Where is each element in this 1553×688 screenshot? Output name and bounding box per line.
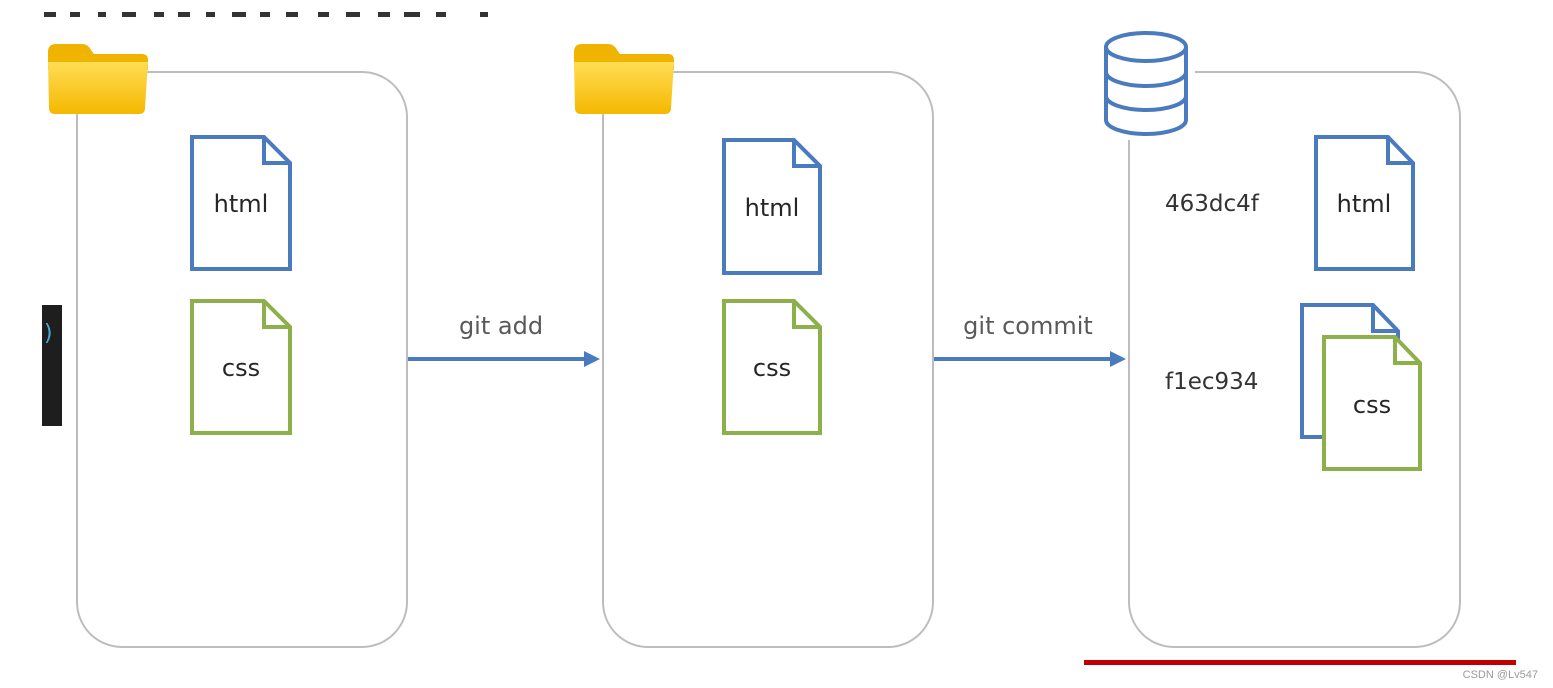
html-file-icon <box>1314 135 1415 271</box>
file-label-html: html <box>1337 190 1392 218</box>
repository-box <box>1128 71 1461 648</box>
css-file-icon <box>190 299 292 435</box>
file-label-html: html <box>745 194 800 222</box>
arrow-label: git commit <box>963 312 1093 340</box>
commit-hash: f1ec934 <box>1165 369 1258 395</box>
css-file-icon <box>722 299 822 435</box>
commit-hash: 463dc4f <box>1165 191 1260 217</box>
file-label-css: css <box>753 354 791 382</box>
database-icon <box>1104 31 1188 136</box>
git-commit-arrow <box>934 351 1126 367</box>
red-bar <box>1084 660 1516 665</box>
side-panel-glyph: ) <box>42 321 55 346</box>
html-file-icon <box>190 135 292 271</box>
file-label-css: css <box>222 354 260 382</box>
arrow-label: git add <box>459 312 543 340</box>
file-label-html: html <box>214 190 269 218</box>
side-panel <box>42 305 62 426</box>
css-file-icon <box>1322 335 1422 471</box>
file-label-css: css <box>1353 391 1391 419</box>
html-file-icon <box>722 138 822 275</box>
folder-icon <box>574 44 674 114</box>
working-directory-box <box>76 71 408 648</box>
watermark: CSDN @Lv547 <box>1463 669 1538 681</box>
staging-area-box <box>602 71 934 648</box>
git-add-arrow <box>408 351 600 367</box>
folder-icon <box>48 44 148 114</box>
cropped-heading-fragments <box>44 12 488 17</box>
